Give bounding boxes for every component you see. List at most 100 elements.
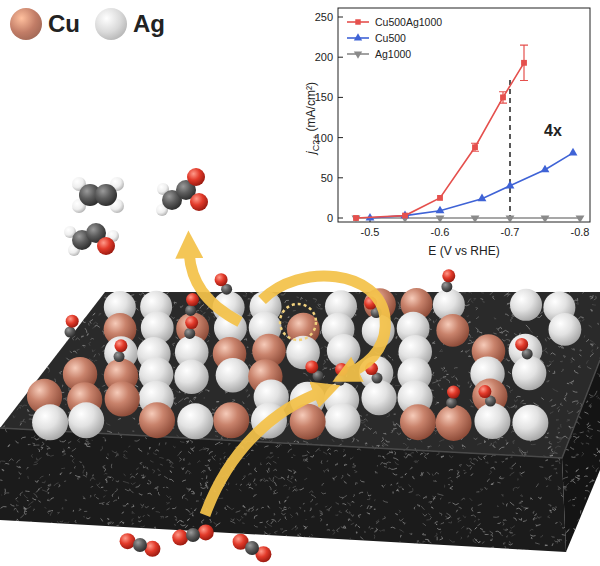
- cu-atom: [139, 402, 175, 438]
- data-marker: [506, 181, 515, 189]
- series-sample: [346, 32, 370, 44]
- ethylene: [72, 177, 124, 213]
- ag-atom: [68, 402, 104, 438]
- data-marker: [541, 165, 550, 173]
- cu-atom: [105, 381, 140, 416]
- oxygen-atom: [190, 193, 208, 211]
- tick-label: -0.8: [571, 227, 590, 238]
- carbon-atom: [184, 328, 195, 339]
- ag-atom: [32, 404, 68, 440]
- tick-label: 200: [315, 52, 333, 63]
- ag-atom: [510, 289, 542, 321]
- oxygen-atom: [66, 315, 79, 328]
- tick-label: -0.7: [501, 227, 520, 238]
- substrate-top: [0, 292, 600, 458]
- metal-atoms: [27, 288, 581, 441]
- tick-label: -0.6: [431, 227, 450, 238]
- data-marker: [500, 94, 506, 100]
- cu-atom: [436, 314, 469, 347]
- y-tick: [338, 57, 343, 58]
- carbon-atom: [186, 528, 200, 542]
- acetate: [156, 168, 208, 216]
- substrate-texture: [0, 285, 600, 562]
- legend-item: Cu: [10, 8, 80, 40]
- co2-molecules: [120, 524, 272, 562]
- carbon-substrate: [0, 285, 600, 564]
- oxygen-atom: [114, 339, 127, 352]
- substrate-texture: [0, 285, 600, 564]
- data-marker: [569, 148, 578, 156]
- sample-marker: [354, 52, 362, 59]
- legend-text: Ag1000: [375, 49, 411, 60]
- data-marker: [353, 215, 359, 221]
- oxygen-atom: [442, 269, 455, 282]
- y-tick: [338, 97, 343, 98]
- ag-atom: [361, 380, 396, 415]
- ag-atom: [327, 334, 361, 368]
- axis-title-part: (mA/cm²): [304, 82, 318, 131]
- data-marker: [402, 213, 408, 219]
- legend-swatch: [95, 8, 127, 40]
- oxygen-atom: [144, 541, 160, 557]
- legend-item: Ag: [95, 8, 165, 40]
- tick-label: -0.5: [361, 227, 380, 238]
- oxygen-atom: [215, 273, 228, 286]
- legend-item: Cu500Ag1000: [346, 16, 442, 28]
- ethanol: [64, 223, 119, 256]
- axis-title: E (V vs RHE): [428, 245, 499, 257]
- process-arrows: [189, 250, 385, 515]
- plot-frame: [338, 8, 590, 222]
- carbon-atom: [446, 397, 457, 408]
- annotation: 4x: [544, 123, 562, 139]
- oxygen-atom: [335, 363, 348, 376]
- legend-text: Cu: [48, 12, 80, 36]
- carbon-atom: [245, 541, 259, 555]
- data-marker: [521, 60, 527, 66]
- carbon-atom: [185, 305, 196, 316]
- carbon-atom: [65, 327, 76, 338]
- axis-title-part: C2+: [312, 134, 322, 151]
- flow-arrow: [189, 250, 240, 322]
- data-marker: [436, 206, 445, 214]
- series-line: [370, 153, 573, 218]
- cu-atom: [213, 402, 249, 438]
- series-sample: [346, 48, 370, 60]
- legend-text: Ag: [133, 12, 165, 36]
- ag-atom: [177, 403, 213, 439]
- data-marker: [436, 215, 445, 223]
- co2: [172, 524, 213, 545]
- series-sample: [346, 16, 370, 28]
- data-marker: [541, 215, 550, 223]
- legend-item: Ag1000: [346, 48, 411, 60]
- error-bar: [520, 45, 528, 80]
- ag-atom: [474, 403, 510, 439]
- carbon-atom: [95, 184, 117, 206]
- chart-background: [298, 0, 600, 264]
- product-molecules: [64, 168, 208, 256]
- oxygen-atom: [447, 386, 460, 399]
- legend-item: Cu500: [346, 32, 406, 44]
- tick-label: 250: [315, 12, 333, 23]
- data-marker: [437, 195, 443, 201]
- legend-text: Cu500Ag1000: [375, 17, 442, 28]
- flow-arrow: [262, 276, 385, 373]
- data-marker: [506, 215, 515, 223]
- oxygen-atom: [185, 316, 198, 329]
- cu-atom: [436, 405, 472, 441]
- carbon-atom: [441, 281, 452, 292]
- error-bar: [471, 143, 479, 151]
- oxygen-atom: [172, 530, 188, 546]
- oxygen-atom: [198, 524, 214, 540]
- data-marker: [471, 215, 480, 223]
- data-marker: [478, 194, 487, 202]
- substrate-texture: [2, 286, 600, 564]
- series-line: [356, 63, 524, 218]
- y-tick: [338, 218, 343, 219]
- y-tick: [338, 137, 343, 138]
- cu-atom: [400, 404, 436, 440]
- carbon-atom: [334, 375, 345, 386]
- inset-chart: [298, 0, 600, 264]
- y-tick: [338, 177, 343, 178]
- sample-marker: [354, 33, 362, 40]
